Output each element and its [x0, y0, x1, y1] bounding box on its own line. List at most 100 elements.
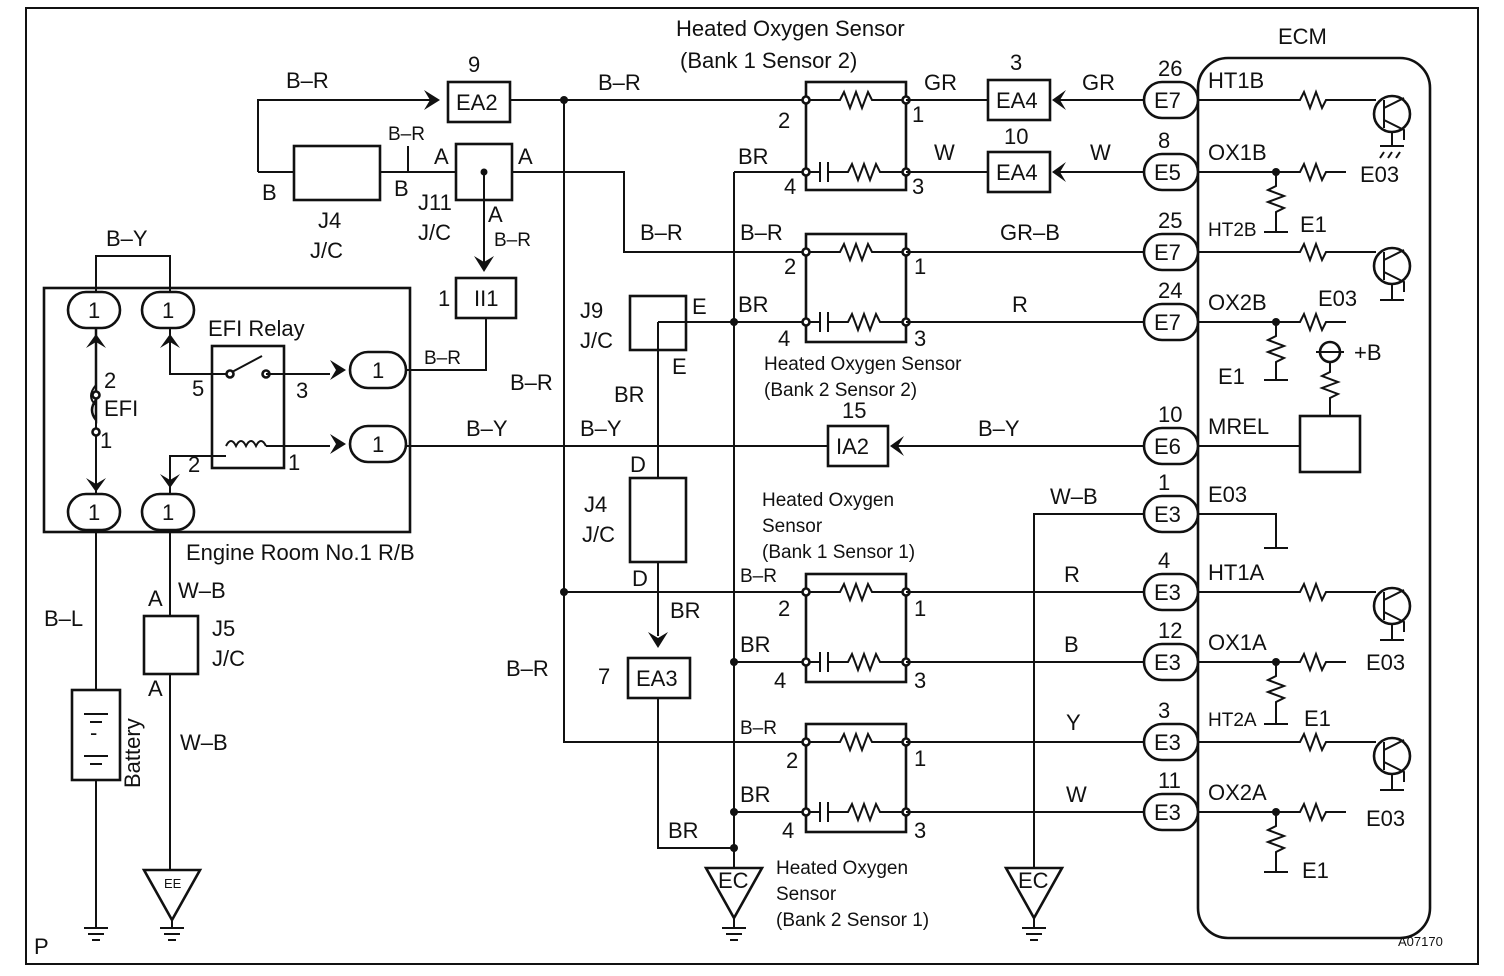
svg-text:A: A [148, 586, 163, 611]
svg-text:1: 1 [912, 102, 924, 127]
ea3-connector: EA3 7 [598, 656, 692, 700]
svg-text:1: 1 [100, 428, 112, 453]
ea3-label: EA3 [636, 666, 678, 691]
ecm-pin-number: 10 [1158, 402, 1182, 427]
svg-text:B–Y: B–Y [978, 416, 1020, 441]
ecm-signal-label: HT2B [1208, 220, 1257, 241]
svg-text:1: 1 [914, 746, 926, 771]
svg-text:GR: GR [924, 70, 957, 95]
svg-text:B–R: B–R [740, 220, 783, 245]
svg-text:BR: BR [670, 598, 701, 623]
svg-text:1: 1 [372, 358, 384, 383]
svg-text:GR: GR [1082, 70, 1115, 95]
ii1-connector: II1 1 [438, 276, 518, 320]
ecm-connector-code: E3 [1154, 502, 1181, 527]
svg-text:3: 3 [912, 174, 924, 199]
ecm-signal-label: HT1B [1208, 68, 1264, 93]
ecm-signal-label: MREL [1208, 414, 1269, 439]
svg-text:3: 3 [914, 818, 926, 843]
sensor-b1s1-line2: Sensor [762, 516, 823, 537]
svg-text:R: R [1064, 562, 1080, 587]
svg-text:BR: BR [738, 144, 769, 169]
ecm-e03-label-1: E03 [1360, 162, 1399, 187]
sensor-b1s2-subtitle: (Bank 1 Sensor 2) [680, 48, 857, 73]
efi-relay: EFI Relay [208, 316, 305, 470]
ecm-signal-label: E03 [1208, 482, 1247, 507]
ea4-connector-lower: EA4 10 [986, 124, 1066, 194]
sensor-b1s1-line3: (Bank 1 Sensor 1) [762, 542, 915, 563]
svg-text:BR: BR [668, 818, 699, 843]
ecm-signal-label: OX1A [1208, 630, 1267, 655]
engine-room-rb: Engine Room No.1 R/B 1 1 1 1 B–Y 2 EFI [42, 226, 415, 565]
ecm-connector-code: E3 [1154, 580, 1181, 605]
svg-text:2: 2 [778, 108, 790, 133]
j11-jc: J/C [418, 220, 451, 245]
ecm-pin-number: 25 [1158, 208, 1182, 233]
svg-text:W–B: W–B [1050, 484, 1098, 509]
svg-text:2: 2 [104, 368, 116, 393]
efi-fuse-label: EFI [104, 396, 138, 421]
ecm-connector-code: E3 [1154, 730, 1181, 755]
engine-room-label: Engine Room No.1 R/B [186, 540, 415, 565]
ecm-pin-ht2b: E7 25 HT2B [1142, 208, 1257, 272]
ecm-signal-label: OX1B [1208, 140, 1267, 165]
j11-label: J11 [418, 190, 452, 215]
ground-ec-left-label: EC [718, 868, 749, 893]
ii1-label: II1 [474, 286, 498, 311]
svg-text:2: 2 [786, 748, 798, 773]
relay-out-connector-1: 1 [330, 350, 408, 390]
ecm-connector-code: E7 [1154, 310, 1181, 335]
svg-text:B–R: B–R [494, 230, 531, 251]
svg-text:W–B: W–B [180, 730, 228, 755]
svg-text:B: B [262, 180, 277, 205]
j4-lower-jc: J/C [582, 522, 615, 547]
svg-text:B–Y: B–Y [580, 416, 622, 441]
sensor-b2s1-line2: Sensor [776, 884, 837, 905]
svg-text:1: 1 [914, 596, 926, 621]
svg-text:4: 4 [782, 818, 794, 843]
ea2-label: EA2 [456, 90, 498, 115]
j4-jc-top: J4 J/C [292, 144, 382, 263]
svg-text:1: 1 [288, 450, 300, 475]
svg-text:B–R: B–R [388, 124, 425, 145]
svg-text:R: R [1012, 292, 1028, 317]
svg-text:A: A [148, 676, 163, 701]
ecm-connector-code: E6 [1154, 434, 1181, 459]
svg-text:10: 10 [1004, 124, 1028, 149]
svg-text:A: A [518, 144, 533, 169]
svg-text:B–R: B–R [598, 70, 641, 95]
svg-text:B–R: B–R [506, 656, 549, 681]
ecm-e03-label-4: E03 [1366, 806, 1405, 831]
svg-text:B: B [1064, 632, 1079, 657]
ecm-connector-code: E5 [1154, 160, 1181, 185]
ea4-lower-label: EA4 [996, 160, 1038, 185]
sensor-b2s1-title: Heated Oxygen [776, 858, 908, 879]
sensor-b2s2-title: Heated Oxygen Sensor [764, 354, 962, 375]
svg-text:Y: Y [1066, 710, 1081, 735]
ecm-plus-b-label: +B [1354, 340, 1382, 365]
svg-text:A: A [488, 202, 503, 227]
rb-connector-top-left: 1 [66, 290, 122, 330]
ecm-signal-label: OX2B [1208, 290, 1267, 315]
battery-label: Battery [120, 718, 145, 788]
j4-lower-label: J4 [584, 492, 607, 517]
svg-text:BR: BR [740, 632, 771, 657]
svg-text:4: 4 [774, 668, 786, 693]
ground-ee-label: EE [164, 876, 182, 891]
svg-text:3: 3 [914, 668, 926, 693]
svg-text:-: - [90, 720, 97, 745]
ecm-connector-code: E3 [1154, 800, 1181, 825]
svg-text:W–B: W–B [178, 578, 226, 603]
j9-jc: J/C [580, 328, 613, 353]
ecm-connector-code: E7 [1154, 240, 1181, 265]
j5-jc: W–B A J5 J/C A W–B EE [141, 530, 245, 941]
ref-code: A07170 [1398, 934, 1443, 949]
ia2-label: IA2 [836, 434, 869, 459]
svg-text:B–Y: B–Y [106, 226, 148, 251]
svg-text:E: E [672, 354, 687, 379]
svg-text:4: 4 [784, 174, 796, 199]
j5-label: J5 [212, 616, 235, 641]
